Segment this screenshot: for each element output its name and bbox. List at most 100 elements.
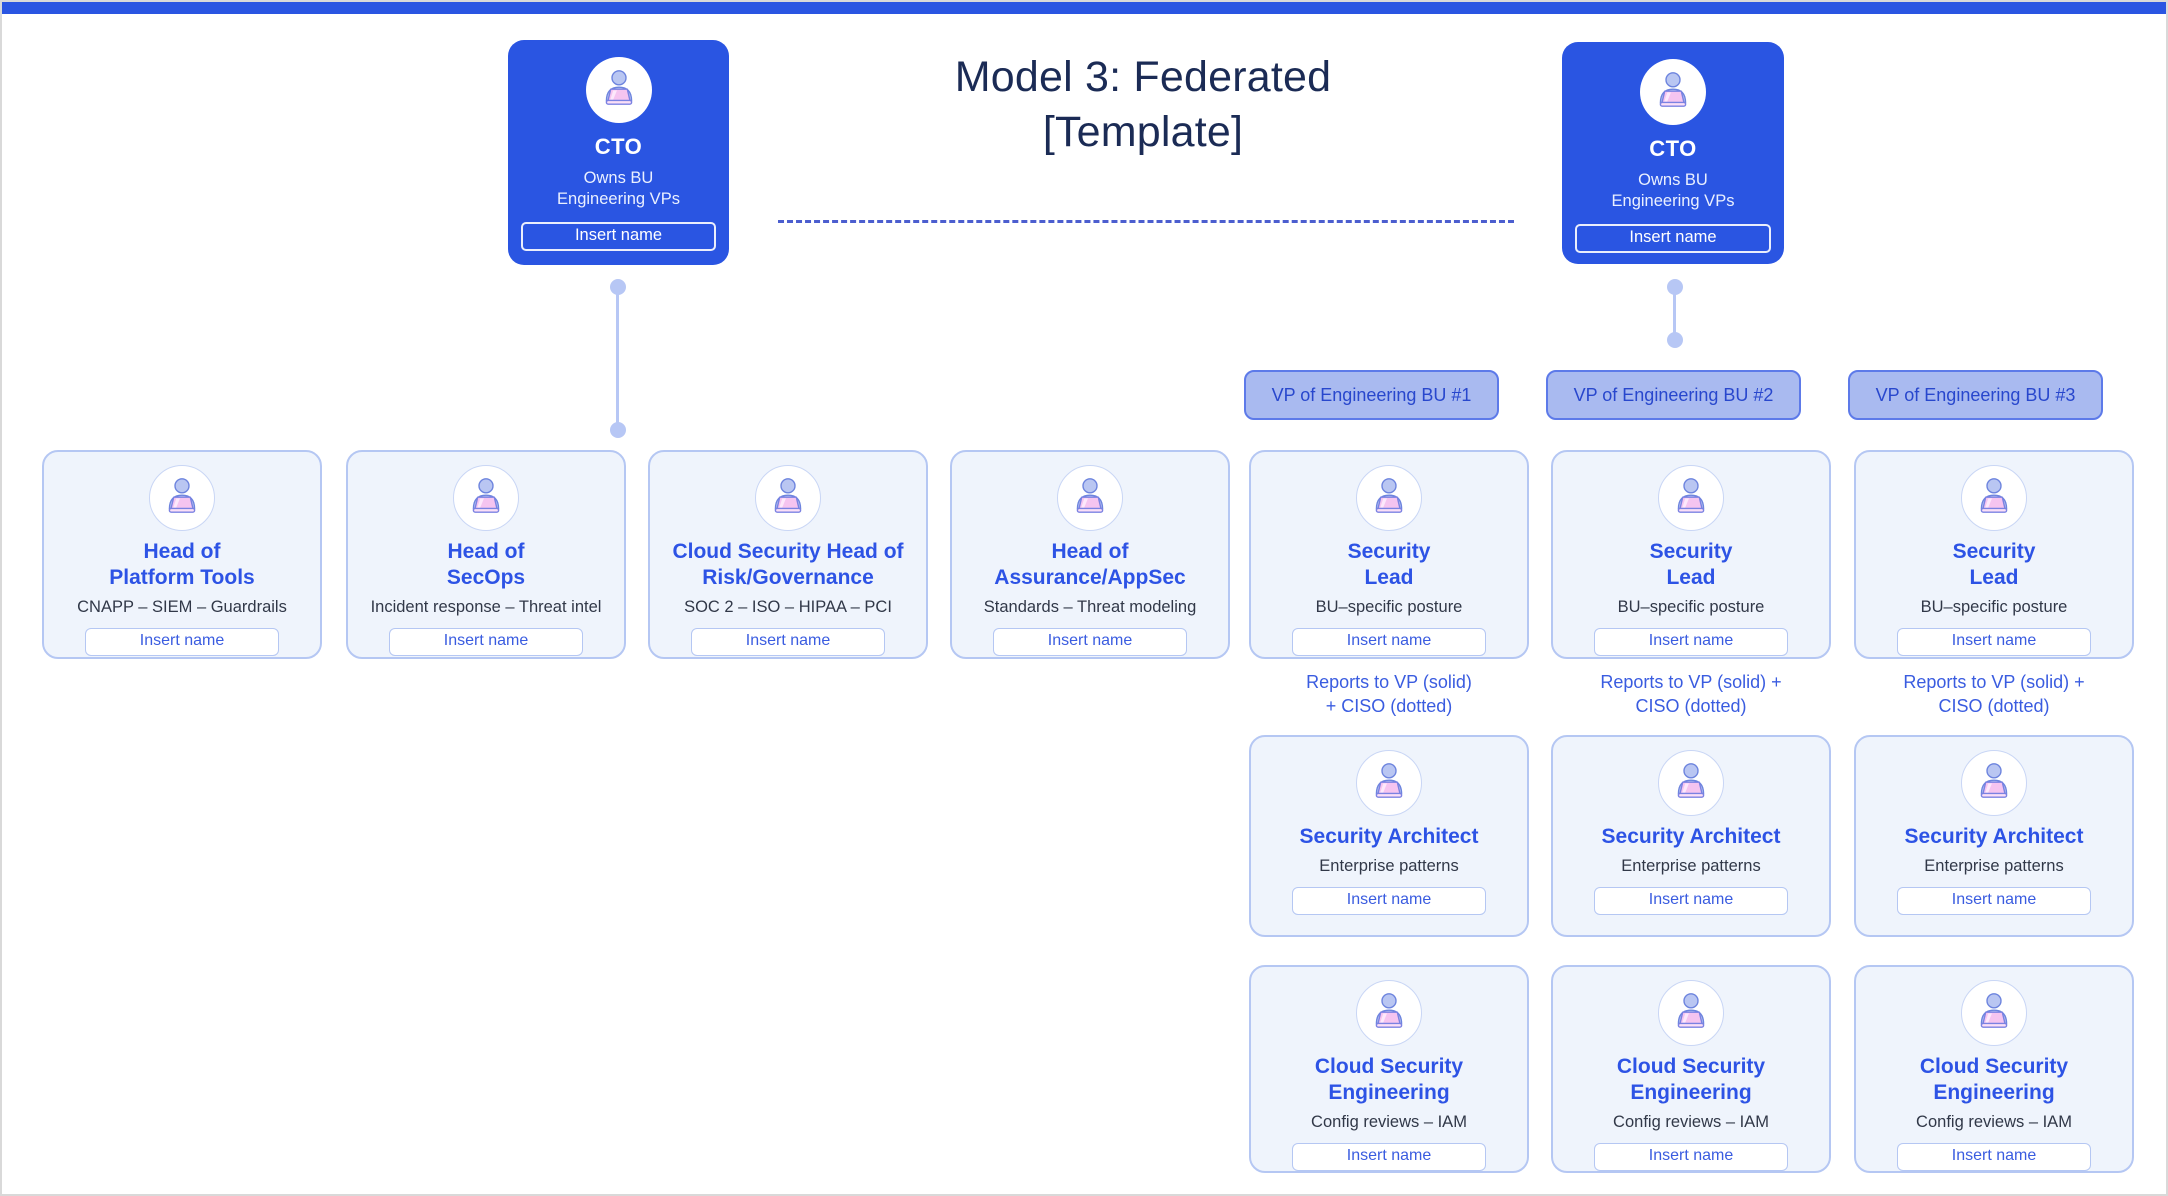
- role-title: Cloud Security Engineering: [1617, 1054, 1765, 1106]
- cto-subtitle-line2: Engineering VPs: [557, 190, 680, 208]
- person-at-laptop-icon: [1961, 750, 2027, 816]
- card-cloud-security-engineering-bu2: Cloud Security Engineering Config review…: [1551, 965, 1831, 1173]
- role-title-line1: Security Architect: [1904, 825, 2084, 848]
- insert-name-button[interactable]: Insert name: [1594, 1143, 1788, 1171]
- insert-name-button[interactable]: Insert name: [1897, 1143, 2091, 1171]
- chart-title-line2: [Template]: [1042, 108, 1244, 156]
- role-title-line1: Security Architect: [1299, 825, 1479, 848]
- role-title-line2: SecOps: [446, 566, 526, 589]
- person-at-laptop-icon: [1356, 980, 1422, 1046]
- role-title: Security Architect: [1602, 824, 1781, 850]
- reports-line2: + CISO (dotted): [1325, 696, 1453, 716]
- insert-name-button[interactable]: Insert name: [993, 628, 1187, 656]
- role-subtitle: Enterprise patterns: [1924, 857, 2064, 875]
- insert-name-button[interactable]: Insert name: [1292, 628, 1486, 656]
- vp-pill-label: VP of Engineering BU #2: [1573, 384, 1774, 405]
- role-title-line2: Platform Tools: [109, 566, 255, 589]
- person-at-laptop-icon: [1961, 980, 2027, 1046]
- vp-pill-label: VP of Engineering BU #3: [1875, 384, 2076, 405]
- card-security-architect-bu3: Security Architect Enterprise patterns I…: [1854, 735, 2134, 937]
- insert-name-button[interactable]: Insert name: [1594, 887, 1788, 915]
- cto-role-subtitle: Owns BU Engineering VPs: [557, 168, 680, 210]
- role-title: Security Architect: [1300, 824, 1479, 850]
- reports-line2: CISO (dotted): [1635, 696, 1747, 716]
- reports-line2: CISO (dotted): [1938, 696, 2050, 716]
- reports-note-bu1: Reports to VP (solid) + CISO (dotted): [1249, 670, 1529, 718]
- role-title-line1: Security: [1347, 540, 1431, 563]
- cto-role-title: CTO: [594, 134, 643, 159]
- insert-name-button[interactable]: Insert name: [85, 628, 279, 656]
- top-accent-bar: [2, 2, 2166, 14]
- role-title-line2: Engineering: [1328, 1081, 1450, 1104]
- role-title: Security Architect: [1905, 824, 2084, 850]
- role-title: Security Lead: [1650, 539, 1733, 591]
- person-at-laptop-icon: [1658, 750, 1724, 816]
- card-cloud-security-engineering-bu1: Cloud Security Engineering Config review…: [1249, 965, 1529, 1173]
- role-title: Head of Platform Tools: [109, 539, 254, 591]
- role-title-line1: Cloud Security: [1919, 1055, 2069, 1078]
- insert-name-button[interactable]: Insert name: [1575, 224, 1771, 253]
- person-at-laptop-icon: [453, 465, 519, 531]
- card-security-architect-bu1: Security Architect Enterprise patterns I…: [1249, 735, 1529, 937]
- person-at-laptop-icon: [1640, 59, 1706, 125]
- role-subtitle: BU–specific posture: [1315, 598, 1463, 616]
- cto-subtitle-line1: Owns BU: [1638, 171, 1708, 189]
- card-security-lead-bu2: Security Lead BU–specific posture Insert…: [1551, 450, 1831, 659]
- role-title-line2: Engineering: [1630, 1081, 1752, 1104]
- role-subtitle: Enterprise patterns: [1319, 857, 1459, 875]
- card-head-of-secops: Head of SecOps Incident response – Threa…: [346, 450, 626, 659]
- role-title-line1: Cloud Security: [1314, 1055, 1464, 1078]
- cto-subtitle-line2: Engineering VPs: [1611, 192, 1735, 210]
- reports-note-bu3: Reports to VP (solid) + CISO (dotted): [1854, 670, 2134, 718]
- vp-pill-bu2: VP of Engineering BU #2: [1546, 370, 1801, 420]
- cto-role-title: CTO: [1649, 136, 1697, 161]
- insert-name-button[interactable]: Insert name: [1292, 1143, 1486, 1171]
- cto-card-left: CTO Owns BU Engineering VPs Insert name: [508, 40, 729, 265]
- card-security-lead-bu3: Security Lead BU–specific posture Insert…: [1854, 450, 2134, 659]
- role-title: Security Lead: [1953, 539, 2036, 591]
- role-subtitle: Incident response – Threat intel: [370, 598, 602, 616]
- person-at-laptop-icon: [1961, 465, 2027, 531]
- role-title-line1: Security: [1649, 540, 1733, 563]
- vp-pill-label: VP of Engineering BU #1: [1271, 384, 1472, 405]
- dotted-reporting-divider: [778, 220, 1514, 223]
- chart-title: Model 3: Federated [Template]: [843, 50, 1443, 160]
- person-at-laptop-icon: [755, 465, 821, 531]
- reports-line1: Reports to VP (solid) +: [1903, 672, 2085, 692]
- role-title-line1: Cloud Security Head of: [672, 540, 904, 563]
- reports-note-bu2: Reports to VP (solid) + CISO (dotted): [1551, 670, 1831, 718]
- role-subtitle: Config reviews – IAM: [1613, 1113, 1769, 1131]
- person-at-laptop-icon: [1658, 465, 1724, 531]
- reports-line1: Reports to VP (solid) +: [1600, 672, 1782, 692]
- role-subtitle: CNAPP – SIEM – Guardrails: [77, 598, 287, 616]
- role-title: Cloud Security Engineering: [1315, 1054, 1463, 1106]
- insert-name-button[interactable]: Insert name: [389, 628, 583, 656]
- cto-card-right: CTO Owns BU Engineering VPs Insert name: [1562, 42, 1784, 264]
- insert-name-button[interactable]: Insert name: [1292, 887, 1486, 915]
- person-at-laptop-icon: [1057, 465, 1123, 531]
- role-title-line2: Engineering: [1933, 1081, 2055, 1104]
- insert-name-button[interactable]: Insert name: [1897, 887, 2091, 915]
- vp-pill-bu3: VP of Engineering BU #3: [1848, 370, 2103, 420]
- insert-name-button[interactable]: Insert name: [1897, 628, 2091, 656]
- role-title-line2: Assurance/AppSec: [994, 566, 1186, 589]
- person-at-laptop-icon: [1658, 980, 1724, 1046]
- person-at-laptop-icon: [585, 57, 652, 123]
- person-at-laptop-icon: [149, 465, 215, 531]
- role-subtitle: Config reviews – IAM: [1916, 1113, 2072, 1131]
- role-title: Security Lead: [1348, 539, 1431, 591]
- person-at-laptop-icon: [1356, 750, 1422, 816]
- insert-name-button[interactable]: Insert name: [1594, 628, 1788, 656]
- role-title-line2: Risk/Governance: [702, 566, 874, 589]
- insert-name-button[interactable]: Insert name: [521, 222, 716, 251]
- insert-name-button[interactable]: Insert name: [691, 628, 885, 656]
- role-subtitle: Config reviews – IAM: [1311, 1113, 1467, 1131]
- role-title: Cloud Security Engineering: [1920, 1054, 2068, 1106]
- role-title-line1: Security: [1952, 540, 2036, 563]
- role-title: Head of SecOps: [447, 539, 525, 591]
- card-cloud-security-engineering-bu3: Cloud Security Engineering Config review…: [1854, 965, 2134, 1173]
- role-title-line2: Lead: [1969, 566, 2019, 589]
- chart-title-line1: Model 3: Federated: [954, 53, 1332, 101]
- card-head-of-assurance-appsec: Head of Assurance/AppSec Standards – Thr…: [950, 450, 1230, 659]
